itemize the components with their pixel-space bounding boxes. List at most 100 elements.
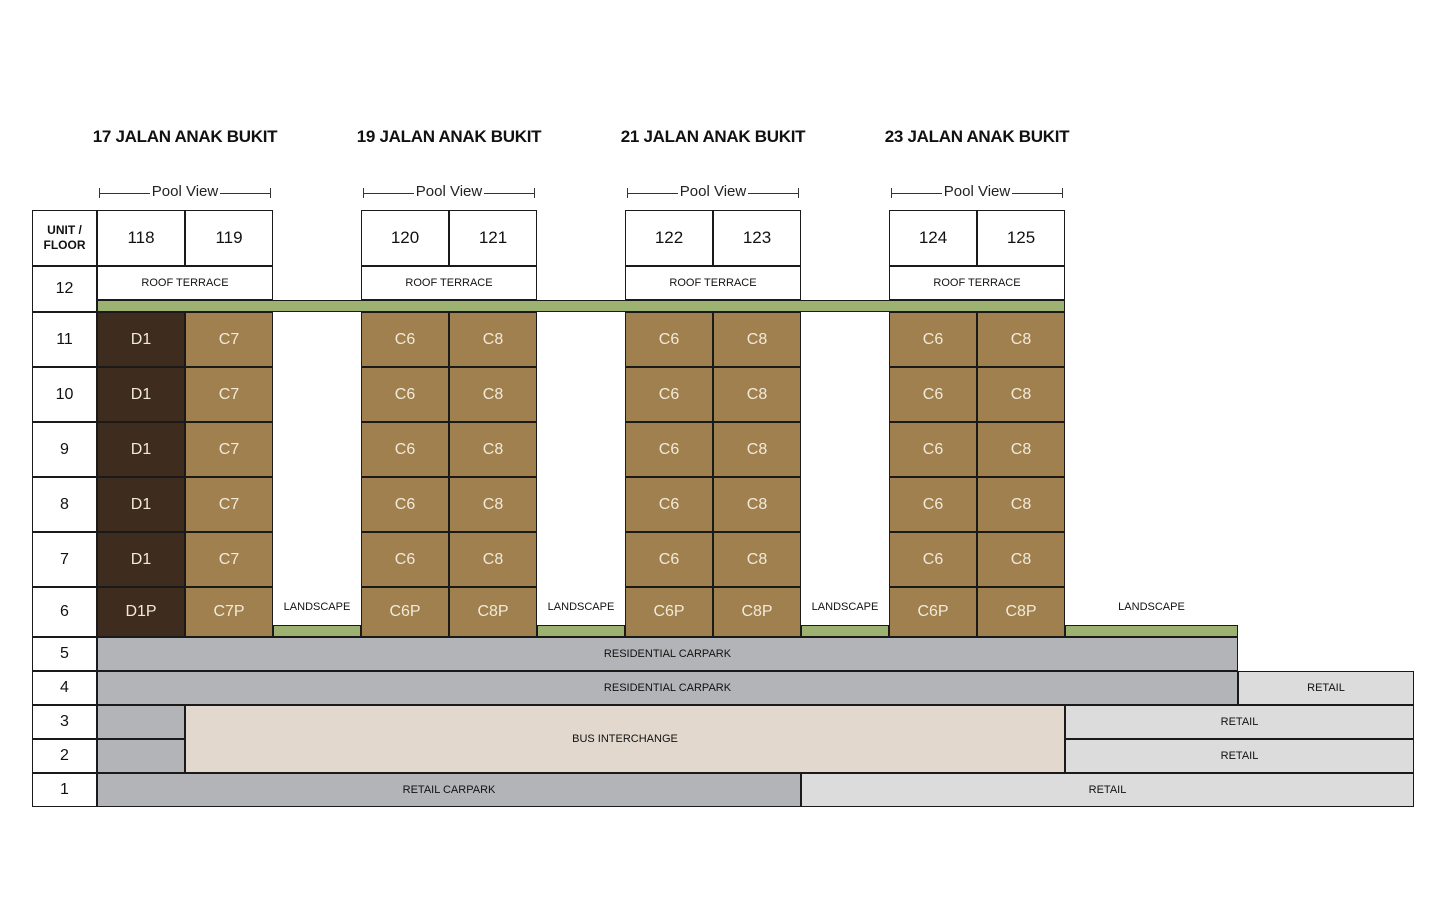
pool-view-bracket-2: Pool View [363, 183, 535, 200]
unit-cell[interactable]: C6 [625, 367, 713, 422]
roof-terrace-4: ROOF TERRACE [889, 266, 1065, 300]
pool-view-bracket-4: Pool View [891, 183, 1063, 200]
pool-view-bracket-1: Pool View [99, 183, 271, 200]
retail-f2: RETAIL [1065, 739, 1414, 773]
landscape-label-2: LANDSCAPE [547, 601, 615, 613]
unit-cell[interactable]: C8 [713, 422, 801, 477]
building-title-2: 19 JALAN ANAK BUKIT [356, 127, 542, 146]
unit-number-119: 119 [185, 210, 273, 266]
unit-cell[interactable]: C7 [185, 367, 273, 422]
carpark-block-f2 [97, 739, 185, 773]
unit-cell[interactable]: D1 [97, 422, 185, 477]
floor-label-11: 11 [32, 312, 97, 367]
unit-cell-penthouse[interactable]: C6P [625, 587, 713, 637]
floor-label-8: 8 [32, 477, 97, 532]
carpark-block-f3 [97, 705, 185, 739]
unit-cell[interactable]: C8 [713, 477, 801, 532]
unit-cell-penthouse[interactable]: C8P [449, 587, 537, 637]
landscape-green-strip [537, 625, 625, 637]
landscape-label-3: LANDSCAPE [811, 601, 879, 613]
unit-cell[interactable]: C8 [977, 532, 1065, 587]
unit-cell[interactable]: C8 [449, 422, 537, 477]
unit-cell[interactable]: C8 [713, 312, 801, 367]
floor-label-6: 6 [32, 587, 97, 637]
unit-cell[interactable]: C6 [361, 477, 449, 532]
unit-cell-penthouse[interactable]: C6P [361, 587, 449, 637]
floor-label-7: 7 [32, 532, 97, 587]
unit-cell[interactable]: D1 [97, 532, 185, 587]
floor-label-5: 5 [32, 637, 97, 671]
unit-cell[interactable]: C6 [625, 312, 713, 367]
unit-cell[interactable]: C6 [361, 422, 449, 477]
unit-cell[interactable]: C8 [977, 477, 1065, 532]
unit-cell[interactable]: D1 [97, 312, 185, 367]
unit-cell[interactable]: D1 [97, 367, 185, 422]
pool-view-label: Pool View [413, 183, 485, 200]
unit-cell-penthouse[interactable]: C6P [889, 587, 977, 637]
unit-cell[interactable]: C8 [449, 367, 537, 422]
residential-carpark-f5: RESIDENTIAL CARPARK [97, 637, 1238, 671]
floor-label-9: 9 [32, 422, 97, 477]
unit-cell[interactable]: C8 [449, 532, 537, 587]
pool-view-label: Pool View [941, 183, 1013, 200]
unit-cell[interactable]: C6 [889, 532, 977, 587]
unit-number-123: 123 [713, 210, 801, 266]
unit-cell[interactable]: C8 [977, 312, 1065, 367]
residential-carpark-f4: RESIDENTIAL CARPARK [97, 671, 1238, 705]
retail-carpark-f1: RETAIL CARPARK [97, 773, 801, 807]
landscape-label-4: LANDSCAPE [1118, 601, 1185, 613]
unit-cell[interactable]: C6 [625, 532, 713, 587]
unit-cell[interactable]: C7 [185, 532, 273, 587]
unit-cell[interactable]: C6 [361, 367, 449, 422]
unit-cell[interactable]: C8 [713, 532, 801, 587]
roof-terrace-3: ROOF TERRACE [625, 266, 801, 300]
unit-cell-penthouse[interactable]: D1P [97, 587, 185, 637]
bus-interchange: BUS INTERCHANGE [185, 705, 1065, 773]
floor-label-1: 1 [32, 773, 97, 807]
building-title-4: 23 JALAN ANAK BUKIT [884, 127, 1070, 146]
unit-number-121: 121 [449, 210, 537, 266]
landscape-green-strip [801, 625, 889, 637]
unit-cell[interactable]: C8 [977, 422, 1065, 477]
landscape-green-strip [1065, 625, 1238, 637]
unit-cell[interactable]: C6 [625, 422, 713, 477]
unit-cell-penthouse[interactable]: C7P [185, 587, 273, 637]
retail-f4: RETAIL [1238, 671, 1414, 705]
floor-label-2: 2 [32, 739, 97, 773]
building-title-1: 17 JALAN ANAK BUKIT [92, 127, 278, 146]
unit-cell[interactable]: C6 [889, 477, 977, 532]
unit-cell[interactable]: C6 [361, 532, 449, 587]
unit-cell[interactable]: C6 [889, 367, 977, 422]
unit-number-124: 124 [889, 210, 977, 266]
unit-floor-header: UNIT / FLOOR [32, 210, 97, 266]
floor-label-3: 3 [32, 705, 97, 739]
pool-view-bracket-3: Pool View [627, 183, 799, 200]
floor-label-10: 10 [32, 367, 97, 422]
retail-f1: RETAIL [801, 773, 1414, 807]
unit-cell[interactable]: C8 [449, 312, 537, 367]
unit-cell[interactable]: C7 [185, 422, 273, 477]
unit-cell[interactable]: C6 [889, 312, 977, 367]
pool-view-label: Pool View [149, 183, 221, 200]
floor-label-4: 4 [32, 671, 97, 705]
unit-cell-penthouse[interactable]: C8P [977, 587, 1065, 637]
unit-cell[interactable]: C8 [713, 367, 801, 422]
unit-cell-penthouse[interactable]: C8P [713, 587, 801, 637]
roof-terrace-1: ROOF TERRACE [97, 266, 273, 300]
unit-cell[interactable]: D1 [97, 477, 185, 532]
unit-number-125: 125 [977, 210, 1065, 266]
pool-view-label: Pool View [677, 183, 749, 200]
unit-cell[interactable]: C7 [185, 477, 273, 532]
unit-number-122: 122 [625, 210, 713, 266]
retail-f3: RETAIL [1065, 705, 1414, 739]
roof-terrace-2: ROOF TERRACE [361, 266, 537, 300]
unit-number-118: 118 [97, 210, 185, 266]
unit-cell[interactable]: C6 [625, 477, 713, 532]
unit-number-120: 120 [361, 210, 449, 266]
unit-cell[interactable]: C8 [977, 367, 1065, 422]
roof-green-strip [97, 300, 1065, 312]
unit-cell[interactable]: C6 [361, 312, 449, 367]
unit-cell[interactable]: C8 [449, 477, 537, 532]
unit-cell[interactable]: C6 [889, 422, 977, 477]
unit-cell[interactable]: C7 [185, 312, 273, 367]
